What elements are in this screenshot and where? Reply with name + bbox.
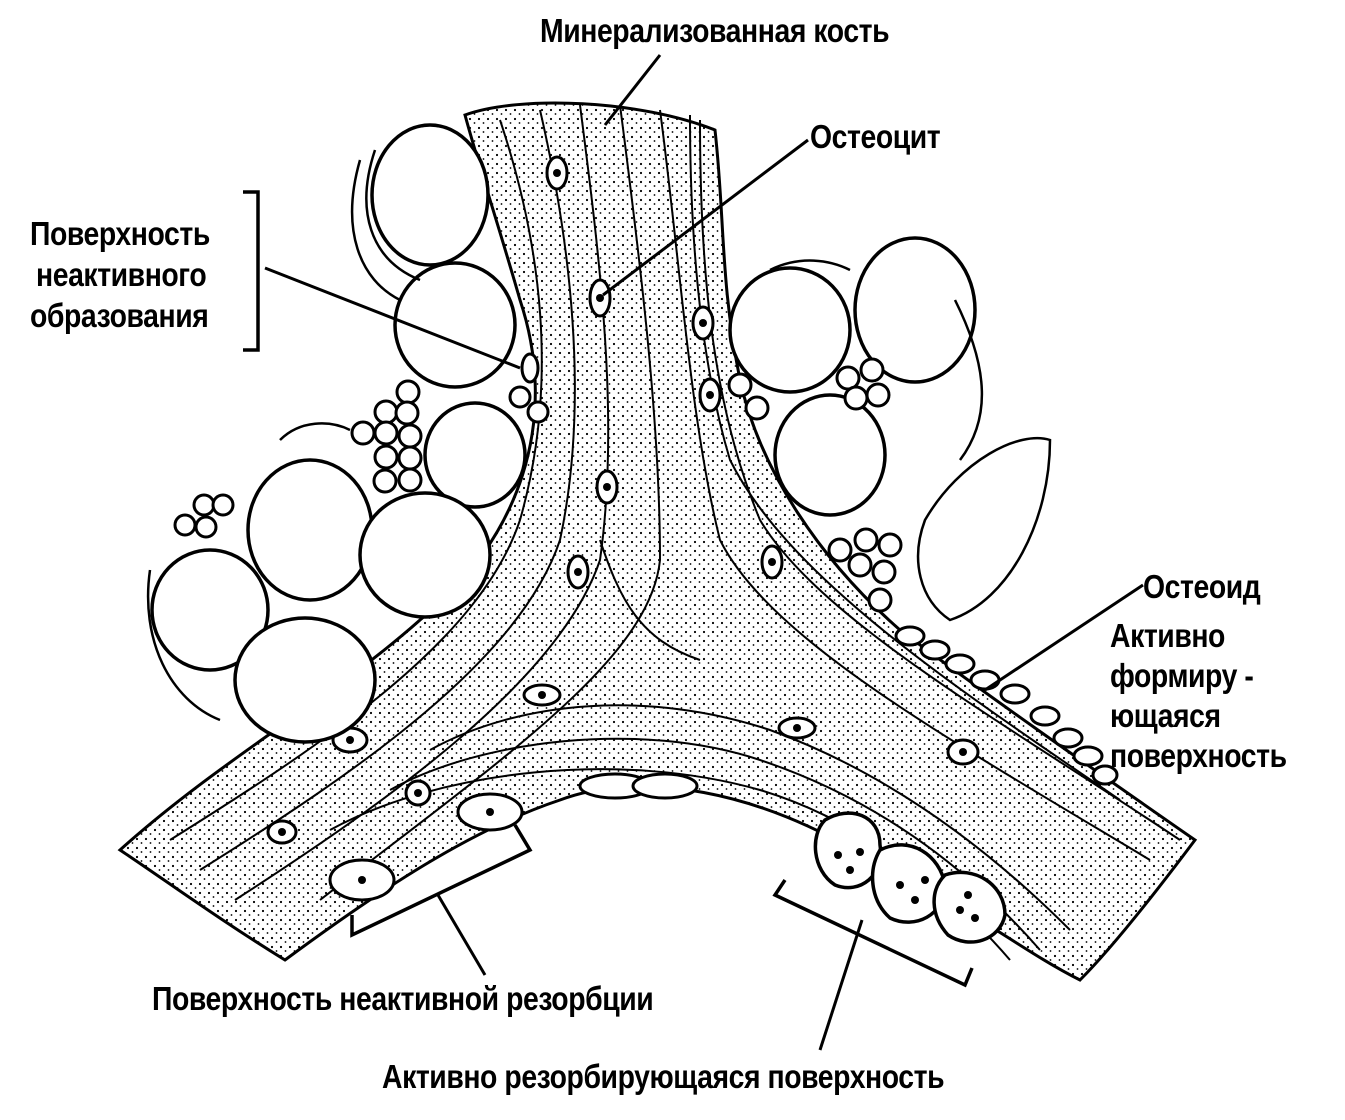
label-inactive-formation-2: неактивного (36, 256, 207, 293)
label-osteocyte: Остеоцит (810, 118, 941, 155)
label-inactive-formation-3: образования (30, 297, 209, 334)
lamellae (169, 104, 1181, 961)
label-osteoid: Остеоид (1143, 568, 1261, 605)
osteoclasts (813, 811, 1007, 944)
label-mineralized-bone: Минерализованная кость (540, 12, 890, 49)
brackets (243, 190, 974, 988)
leader-lines (264, 54, 1144, 1051)
label-active-formation-1: Активно (1110, 617, 1225, 654)
fat-cells (150, 123, 977, 744)
label-active-formation-3: ющаяся (1110, 697, 1221, 734)
label-active-formation-2: формиру - (1110, 657, 1254, 694)
marrow-contours (146, 149, 1052, 722)
lining-cells (173, 352, 903, 613)
label-inactive-resorption: Поверхность неактивной резорбции (152, 980, 654, 1017)
osteocytes (266, 155, 980, 845)
label-inactive-formation-1: Поверхность (30, 215, 210, 252)
label-active-resorption: Активно резорбирующаяся поверхность (382, 1058, 945, 1095)
label-active-formation-4: поверхность (1110, 737, 1287, 774)
